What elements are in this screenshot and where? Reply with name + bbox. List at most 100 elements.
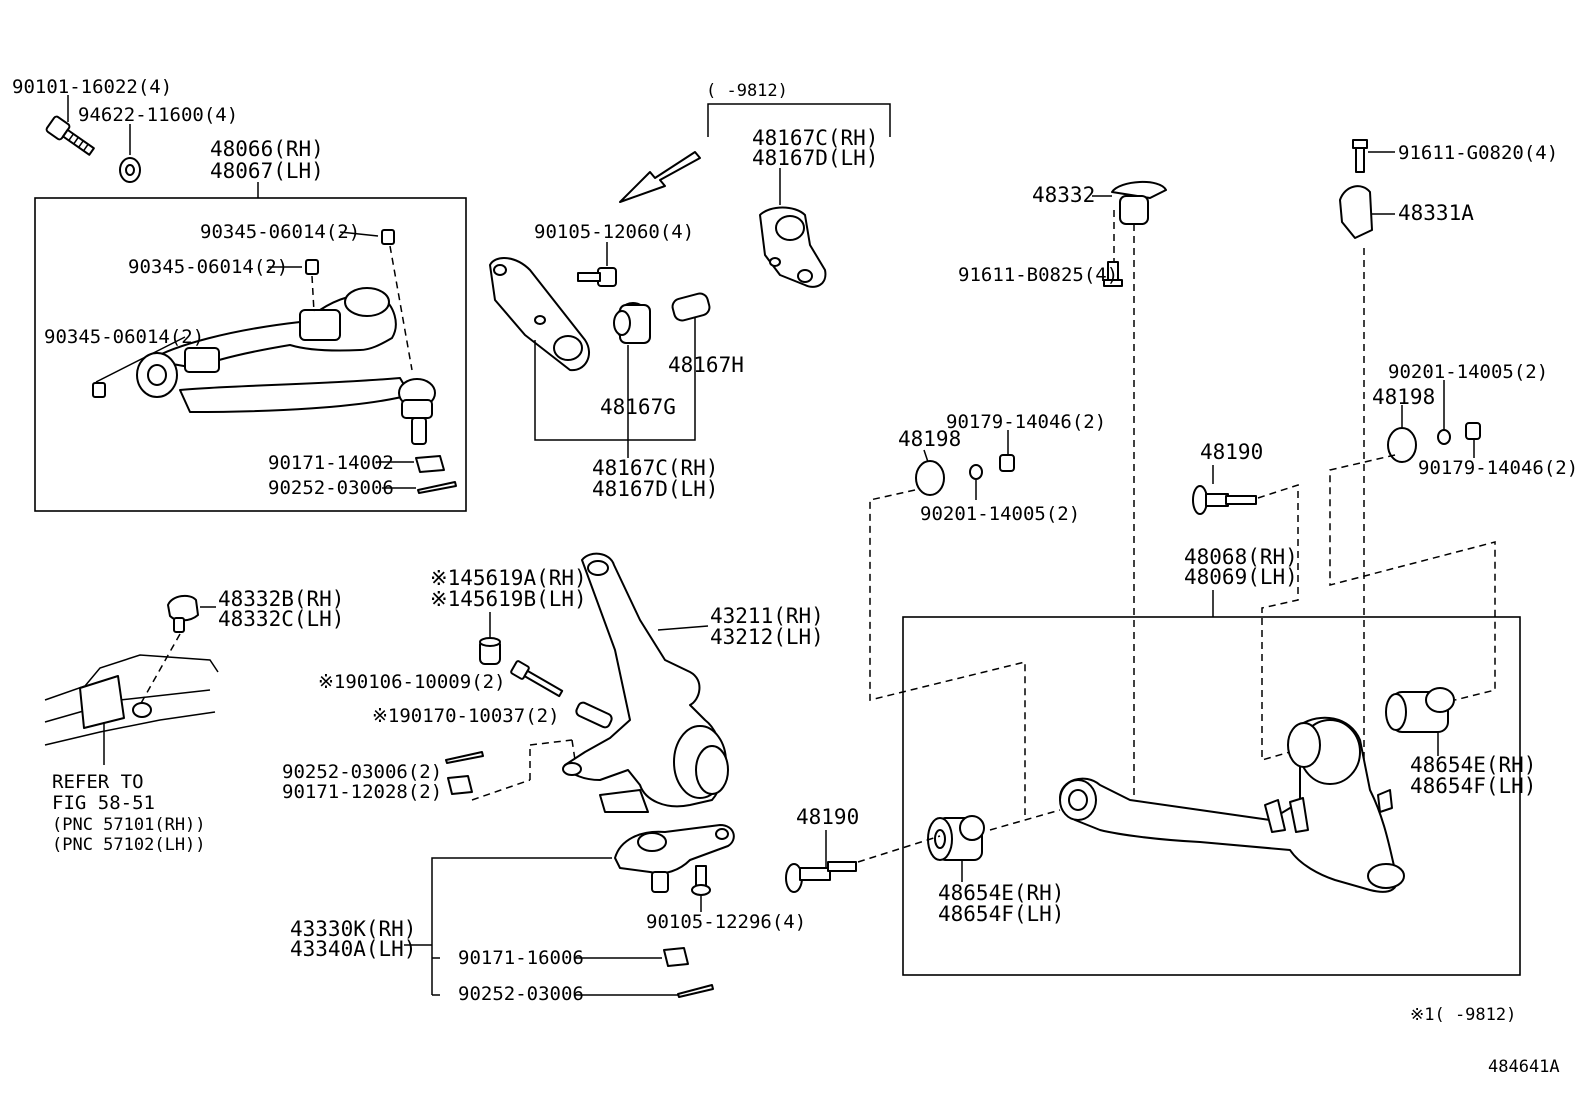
label-lower-arm-rh: 48068(RH): [1184, 545, 1298, 569]
label-ball-joint-rh: 43330K(RH): [290, 917, 416, 941]
bump-stopper-icon[interactable]: [1111, 180, 1167, 225]
label-dust-cover-a: ※145619A(RH): [430, 566, 587, 590]
label-bracket-lh: 48167D(LH): [592, 477, 718, 501]
label-pnc-rh: (PNC 57101(RH)): [52, 815, 206, 835]
plug-icon[interactable]: [92, 382, 106, 398]
label-lower-arm-lh: 48069(LH): [1184, 565, 1298, 589]
label-bracket-bolt: 90105-12060(4): [534, 221, 694, 243]
cam-bolt-icon[interactable]: [785, 861, 857, 893]
washer-icon[interactable]: [969, 464, 983, 480]
cam-bolt-icon[interactable]: [1192, 485, 1257, 515]
bolt-icon[interactable]: [1103, 261, 1123, 287]
bracket-plate-icon[interactable]: [489, 257, 590, 372]
label-bracket-lh-top: 48167D(LH): [752, 146, 878, 170]
bushing-icon[interactable]: [927, 815, 985, 861]
cotter-pin-icon[interactable]: [677, 984, 714, 998]
label-bushing-h: 48167H: [668, 353, 744, 377]
label-nut-right: 90179-14046(2): [1418, 457, 1578, 479]
label-pnc-lh: (PNC 57102(LH)): [52, 835, 206, 855]
castle-nut-icon[interactable]: [447, 775, 473, 795]
label-date-note: ( -9812): [706, 81, 788, 101]
label-ball-joint-pin: 90252-03006: [458, 983, 584, 1005]
upper-arm-icon[interactable]: [136, 287, 436, 445]
nut-icon[interactable]: [999, 454, 1015, 472]
label-bracket-rh-top: 48167C(RH): [752, 126, 878, 150]
label-stopper-rh: 48332B(RH): [218, 587, 344, 611]
castle-nut-icon[interactable]: [663, 947, 689, 967]
label-stopper-bolt: 91611-B0825(4): [958, 264, 1118, 286]
collar-icon[interactable]: [575, 701, 614, 729]
label-upper-arm-washer: 94622-11600(4): [78, 104, 238, 126]
label-rear-bushing-lh: 48654F(LH): [1410, 774, 1536, 798]
bracket-group: [489, 103, 891, 458]
bolt-icon[interactable]: [577, 267, 617, 287]
footnote: ※1( -9812): [1410, 1005, 1516, 1025]
bracket-top-icon[interactable]: [759, 206, 827, 288]
label-knuckle-pin: 90252-03006(2): [282, 761, 442, 783]
castle-nut-icon[interactable]: [415, 455, 445, 473]
label-knuckle-rh: 43211(RH): [710, 604, 824, 628]
label-knuckle-nut: 90171-12028(2): [282, 781, 442, 803]
label-stopper-48332: 48332: [1032, 183, 1095, 207]
label-cam-bolt-top: 48190: [1200, 440, 1263, 464]
upper-arm-group: [34, 95, 467, 512]
label-bracket-rh: 48167C(RH): [592, 456, 718, 480]
dust-cover-icon[interactable]: [479, 637, 501, 665]
plug-icon[interactable]: [381, 229, 395, 245]
nut-icon[interactable]: [1465, 422, 1481, 440]
label-upper-arm-lh: 48067(LH): [210, 159, 324, 183]
label-plug-2: 90345-06014(2): [128, 256, 288, 278]
plug-icon[interactable]: [305, 259, 319, 275]
lower-arm-icon[interactable]: [1059, 716, 1405, 893]
bushing-icon[interactable]: [1385, 687, 1455, 733]
label-refer-to: REFER TO: [52, 771, 144, 793]
label-upper-arm-nut: 90171-14002: [268, 452, 394, 474]
label-ball-joint-nut: 90171-16006: [458, 947, 584, 969]
bushing-icon[interactable]: [613, 302, 651, 344]
lower-arm-frame: [902, 616, 1521, 976]
washer-icon[interactable]: [119, 157, 141, 183]
label-washer-left: 90201-14005(2): [920, 503, 1080, 525]
plate-icon[interactable]: [915, 460, 945, 496]
label-rear-bushing-rh: 48654E(RH): [1410, 753, 1536, 777]
label-knuckle-lh: 43212(LH): [710, 625, 824, 649]
label-stopper-lh: 48332C(LH): [218, 607, 344, 631]
bolt-icon[interactable]: [510, 660, 564, 699]
bolt-icon[interactable]: [691, 865, 711, 896]
label-front-bushing-lh: 48654F(LH): [938, 902, 1064, 926]
bracket-icon[interactable]: [1339, 185, 1373, 239]
washer-icon[interactable]: [1437, 429, 1451, 445]
upper-arm-frame: [34, 197, 467, 512]
label-plate-right: 48198: [1372, 385, 1435, 409]
steering-knuckle-icon[interactable]: [562, 552, 729, 813]
sleeve-icon[interactable]: [671, 292, 711, 323]
label-knuckle-bolt: ※190106-10009(2): [318, 671, 506, 693]
label-upper-arm-rh: 48066(RH): [210, 137, 324, 161]
label-cam-bolt-bottom: 48190: [796, 805, 859, 829]
bolt-icon[interactable]: [1352, 139, 1368, 173]
label-refer-fig: FIG 58-51: [52, 792, 155, 814]
bumper-group: [44, 594, 219, 765]
label-bushing-g: 48167G: [600, 395, 676, 419]
label-front-bushing-rh: 48654E(RH): [938, 881, 1064, 905]
cotter-pin-icon[interactable]: [445, 751, 484, 764]
lower-arm-group: [785, 139, 1521, 976]
label-plate-left: 48198: [898, 427, 961, 451]
label-dust-cover-b: ※145619B(LH): [430, 587, 587, 611]
ball-joint-group: [404, 824, 735, 998]
frame-rail-icon: [44, 654, 219, 765]
arrow-icon: [619, 151, 701, 203]
figure-id: 484641A: [1488, 1057, 1560, 1077]
ball-joint-icon[interactable]: [614, 824, 735, 893]
label-upper-arm-pin: 90252-03006: [268, 477, 394, 499]
label-bracket-48331a: 48331A: [1398, 201, 1474, 225]
cotter-pin-icon[interactable]: [417, 481, 457, 494]
label-bracket-bolt-g: 91611-G0820(4): [1398, 142, 1558, 164]
label-ball-joint-lh: 43340A(LH): [290, 937, 416, 961]
plate-icon[interactable]: [1387, 427, 1417, 463]
bump-stopper-icon[interactable]: [167, 594, 199, 633]
bolt-icon[interactable]: [45, 115, 96, 158]
label-washer-right: 90201-14005(2): [1388, 361, 1548, 383]
label-ball-joint-bolt: 90105-12296(4): [646, 911, 806, 933]
